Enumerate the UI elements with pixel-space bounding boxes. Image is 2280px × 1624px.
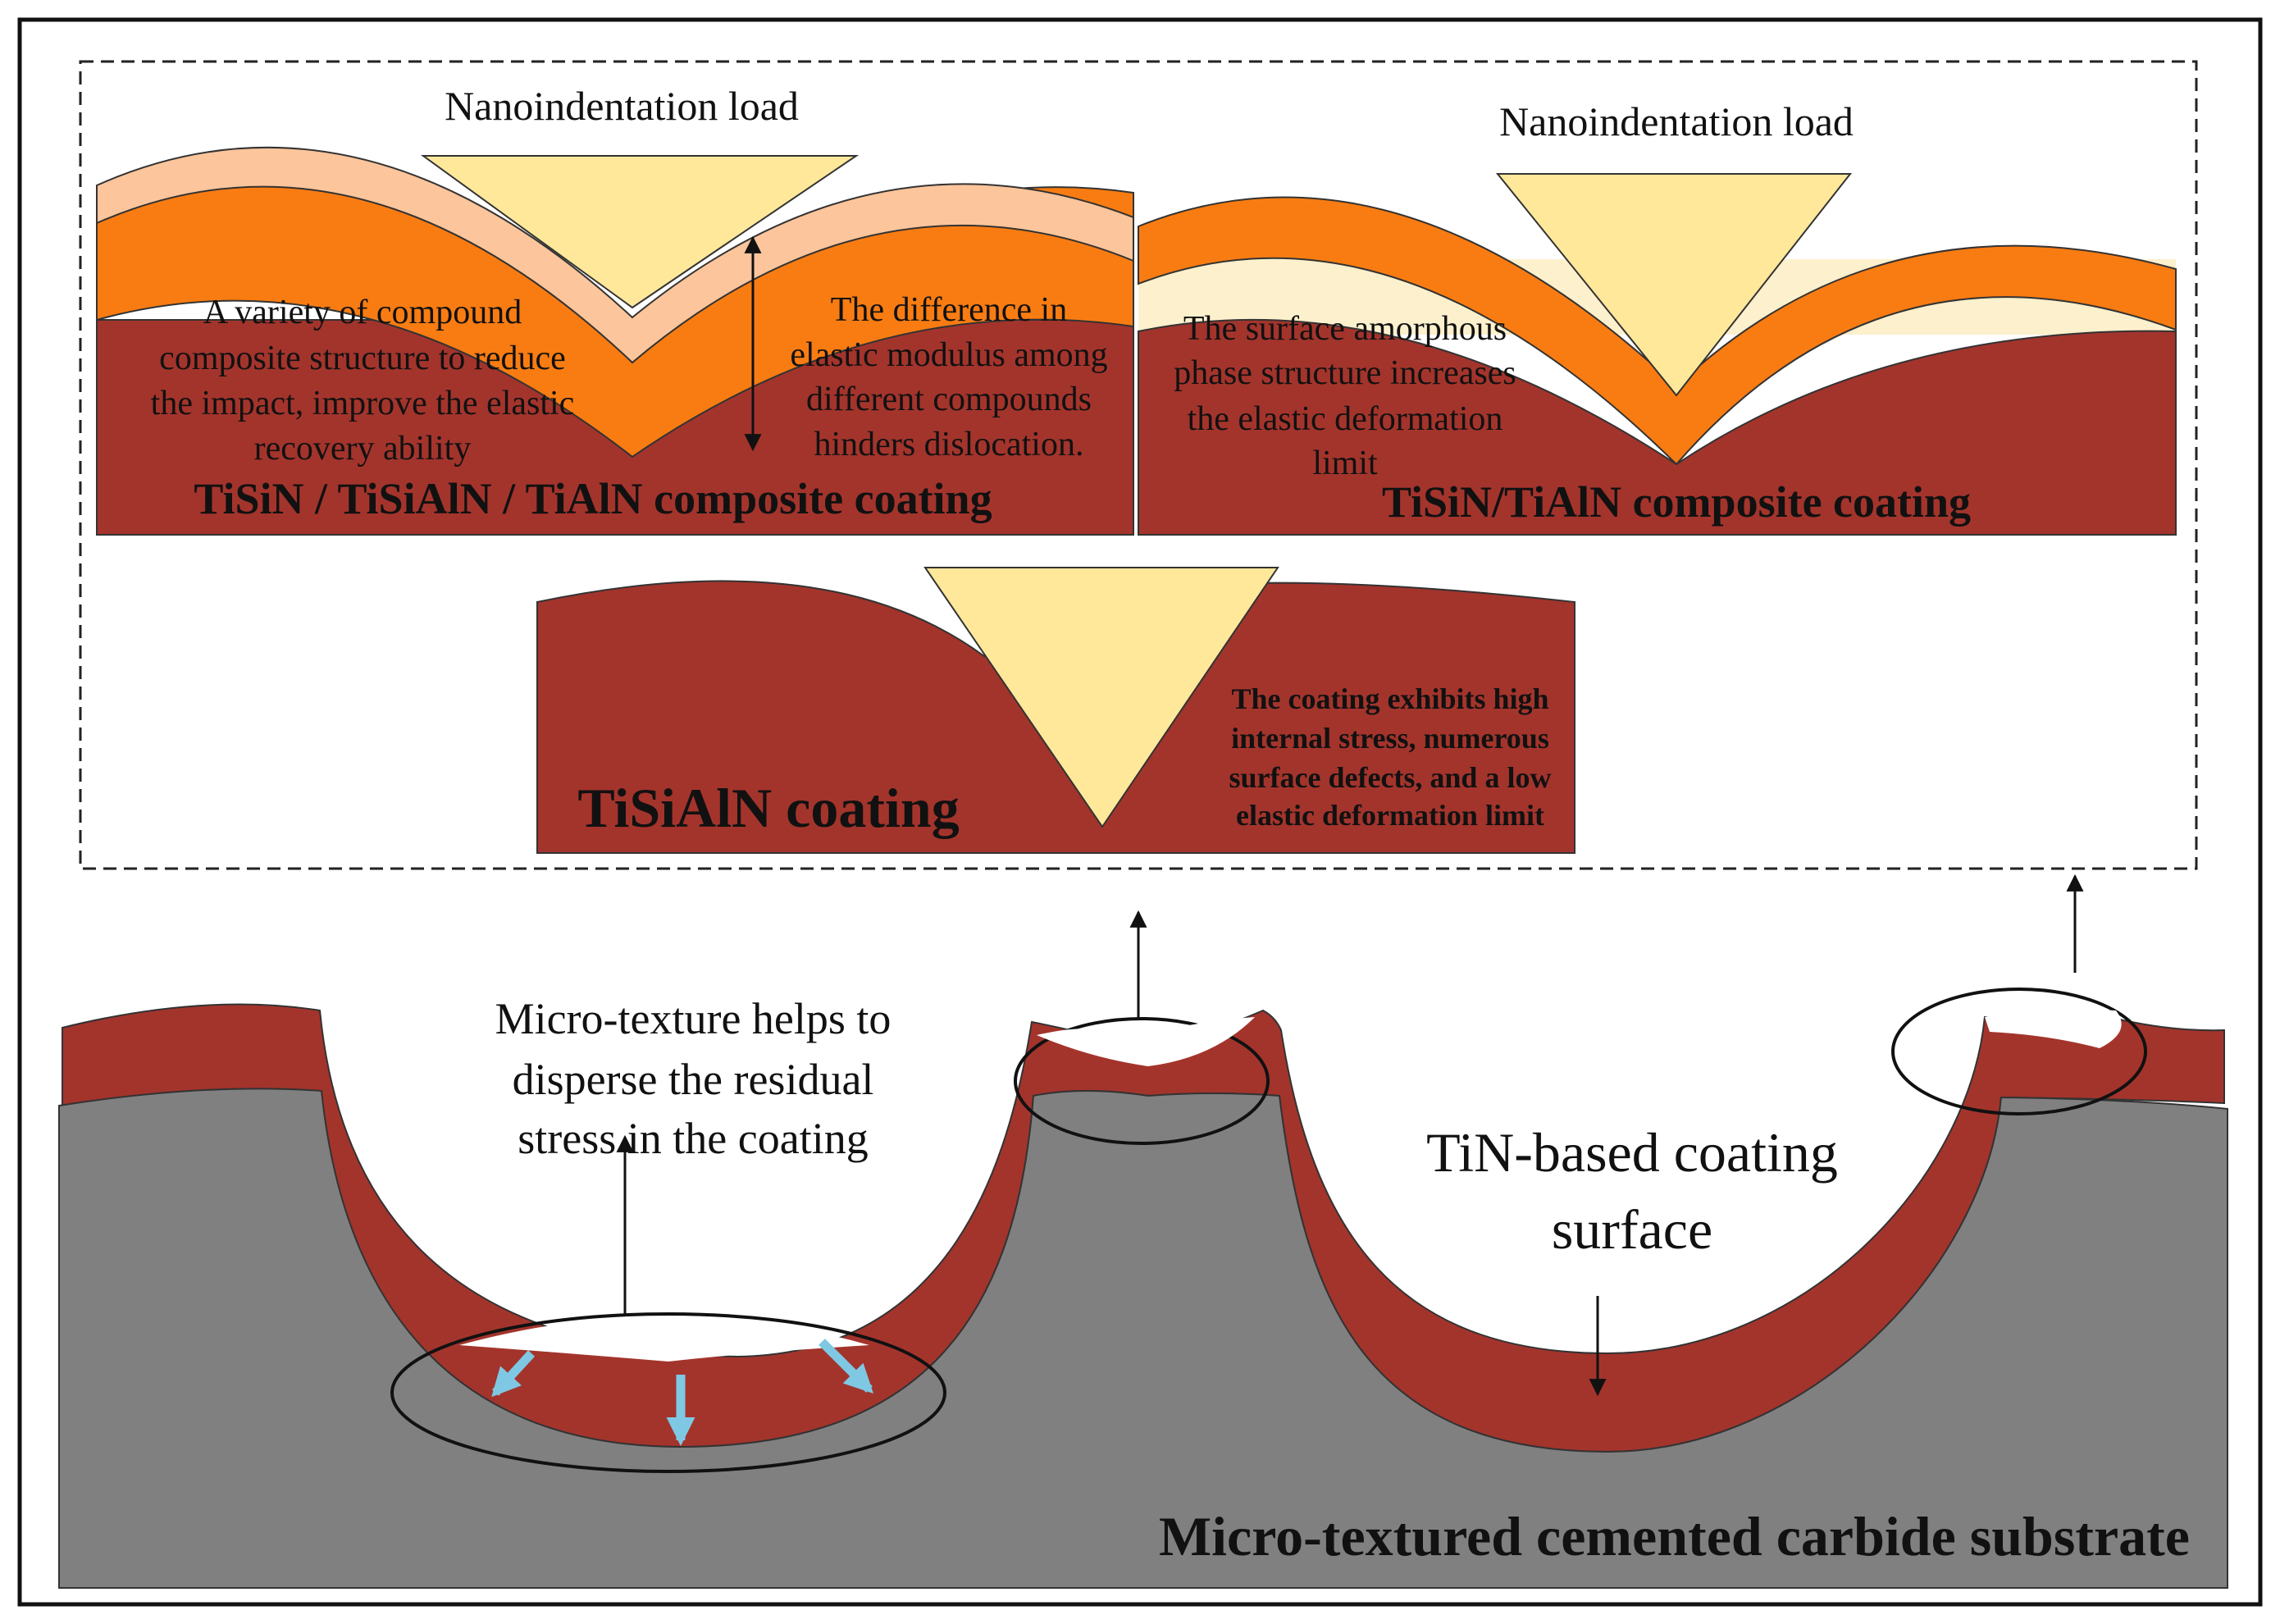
note-right-line-4: hinders dislocation. xyxy=(814,426,1084,463)
ellipse-highlight-left xyxy=(459,1316,869,1362)
note3-line-1: The coating exhibits high xyxy=(1231,682,1548,715)
note-right-line-1: The difference in xyxy=(831,291,1067,329)
indenter-2 xyxy=(1495,173,1853,397)
note3-line-4: elastic deformation limit xyxy=(1236,799,1544,832)
note2-line-4: limit xyxy=(1312,445,1378,482)
note2-line-1: The surface amorphous xyxy=(1183,310,1507,348)
peak-ellipse-middle xyxy=(1014,1017,1270,1145)
indenter-3 xyxy=(923,567,1279,828)
panel-composite2-orange-layer xyxy=(1138,196,2177,466)
note-right-line-3: different compounds xyxy=(806,381,1092,418)
micro-texture-note-line-1: Micro-texture helps to xyxy=(495,994,891,1043)
ellipse-highlight-middle xyxy=(1037,1017,1255,1066)
ellipse-highlight-right xyxy=(1985,1010,2122,1048)
note2-line-3: the elastic deformation xyxy=(1188,400,1503,438)
substrate-section: Micro-texture helps to disperse the resi… xyxy=(58,874,2228,1589)
load-label-2: Nanoindentation load xyxy=(1499,98,1854,144)
micro-texture-note-line-3: stress in the coating xyxy=(518,1114,868,1163)
zoom-box xyxy=(79,60,2198,870)
carbide-substrate xyxy=(58,1088,2228,1589)
note2-line-2: phase structure increases xyxy=(1174,354,1516,392)
load-label-1: Nanoindentation load xyxy=(445,83,799,129)
note-left-line-4: recovery ability xyxy=(254,430,472,468)
note3-line-2: internal stress, numerous xyxy=(1231,722,1549,755)
indenter-1 xyxy=(420,155,860,309)
note-right-line-2: elastic modulus among xyxy=(790,336,1107,374)
tin-label-line-1: TiN-based coating xyxy=(1426,1121,1838,1184)
peak-ellipse-right xyxy=(1891,988,2147,1115)
note-left-line-1: A variety of compound xyxy=(203,294,522,331)
micro-texture-note-line-2: disperse the residual xyxy=(513,1055,874,1104)
stress-arrow-left xyxy=(491,1350,536,1398)
panel-single-title: TiSiAlN coating xyxy=(577,777,959,839)
panel-composite3: Nanoindentation load A variety of compou… xyxy=(96,83,1134,536)
note-left-line-3: the impact, improve the elastic xyxy=(151,385,575,422)
substrate-title: Micro-textured cemented carbide substrat… xyxy=(1159,1505,2190,1567)
stress-arrow-right xyxy=(819,1339,873,1394)
panel-single: The coating exhibits high internal stres… xyxy=(536,567,1575,854)
tin-label-line-2: surface xyxy=(1552,1198,1712,1261)
panel-composite3-peach-layer xyxy=(96,146,1134,364)
panel-composite2-title: TiSiN/TiAlN composite coating xyxy=(1382,477,1971,527)
note3-line-3: surface defects, and a low xyxy=(1229,761,1552,794)
residual-stress-ellipse xyxy=(390,1312,946,1473)
panel-composite3-title: TiSiN / TiSiAlN / TiAlN composite coatin… xyxy=(194,474,992,523)
panel-composite2: Nanoindentation load The surface amorpho… xyxy=(1138,98,2177,536)
note-left-line-2: composite structure to reduce xyxy=(159,340,566,377)
